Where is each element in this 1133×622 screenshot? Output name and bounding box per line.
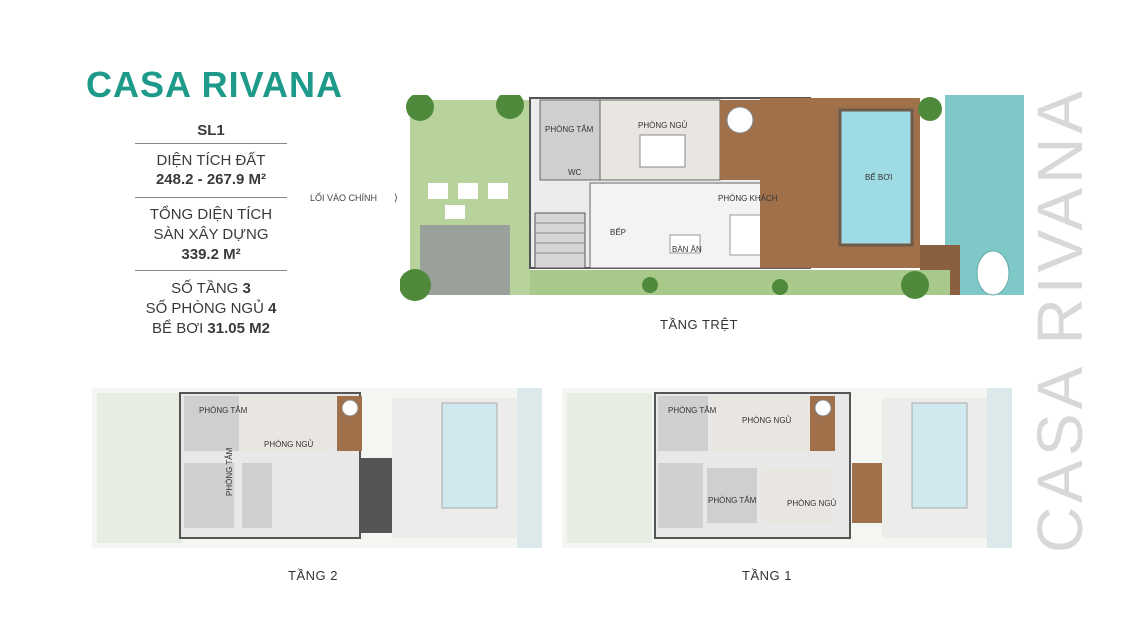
divider [135, 270, 287, 271]
ground-floor-drawing [399, 91, 1024, 305]
bedrooms-row: SỐ PHÒNG NGỦ 4 [135, 300, 287, 318]
caption-floor2: TẦNG 2 [288, 568, 338, 583]
brand-title: CASA RIVANA [86, 64, 344, 105]
room-wc: WC [568, 168, 582, 177]
land-area-value: 248.2 - 267.9 M² [155, 171, 267, 188]
paving [420, 225, 510, 295]
gfa-label-1: TỔNG DIỆN TÍCH [149, 206, 273, 223]
room-bedroom-bottom: PHÒNG NGỦ [787, 499, 837, 508]
floors-value: 3 [242, 280, 251, 297]
entrance-arrow-icon: ⟩ [394, 193, 398, 204]
gfa-value: 339.2 M² [181, 246, 241, 263]
room-bedroom: PHÒNG NGỦ [264, 440, 314, 449]
room-bathroom-bottom: PHÒNG TẮM [708, 496, 757, 505]
room-dining: BÀN ĂN [672, 245, 702, 254]
caption-ground: TẦNG TRỆT [660, 317, 738, 332]
unit-code: SL1 [197, 122, 225, 139]
floor1-plan: PHÒNG TẮM PHÒNG NGỦ PHÒNG TẮM PHÒNG NGỦ [562, 388, 1012, 548]
entrance-label: LỐI VÀO CHÍNH [310, 193, 378, 203]
divider [135, 197, 287, 198]
pool [838, 108, 914, 247]
land-area-label: DIỆN TÍCH ĐẤT [156, 152, 266, 169]
watermark-text: CASA RIVANA [1024, 86, 1096, 554]
room-bathroom-vertical: PHÒNG TẮM [225, 447, 234, 496]
room-bathroom: PHÒNG TẮM [545, 125, 594, 134]
room-kitchen: BẾP [610, 228, 627, 237]
pool-label: BỂ BƠI [152, 320, 204, 337]
floors-label: SỐ TẦNG [171, 280, 239, 297]
room-bedroom-top: PHÒNG NGỦ [742, 416, 792, 425]
floor2-plan: PHÒNG TẮM PHÒNG NGỦ PHÒNG TẮM [92, 388, 542, 548]
room-bathroom-top: PHÒNG TẮM [668, 406, 717, 415]
room-pool: BỂ BƠI [865, 173, 893, 182]
pool-value: 31.05 M2 [207, 320, 270, 337]
room-bathroom: PHÒNG TẮM [199, 406, 248, 415]
floor1-drawing [562, 388, 1012, 548]
pool-row: BỂ BƠI 31.05 M2 [135, 320, 287, 338]
caption-floor1: TẦNG 1 [742, 568, 792, 583]
gfa-label-2: SÀN XÂY DỰNG [153, 226, 269, 243]
bedrooms-label: SỐ PHÒNG NGỦ [145, 300, 264, 317]
room-living: PHÒNG KHÁCH [718, 194, 778, 203]
floor2-drawing [92, 388, 542, 548]
boat [976, 250, 1010, 296]
ground-floor-plan: PHÒNG TẮM PHÒNG NGỦ WC PHÒNG KHÁCH BẾP B… [399, 91, 1024, 305]
bedrooms-value: 4 [268, 300, 277, 317]
divider [135, 143, 287, 144]
floors-row: SỐ TẦNG 3 [135, 280, 287, 298]
room-bedroom: PHÒNG NGỦ [638, 121, 688, 130]
